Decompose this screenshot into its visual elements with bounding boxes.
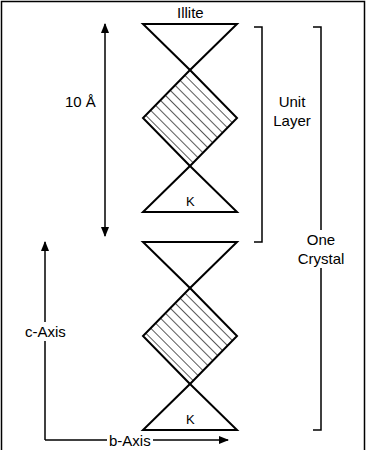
- tetrahedral-sheet: [143, 166, 237, 212]
- bracket-label: Unit Layer: [265, 92, 319, 130]
- tetrahedral-sheet: [143, 384, 237, 430]
- title-label: Illite: [177, 3, 204, 22]
- unit-layer-1: [143, 24, 237, 212]
- ion-label: K: [186, 194, 195, 210]
- dimension-label: 10 Å: [65, 92, 96, 111]
- axis-label: b-Axis: [107, 431, 153, 450]
- bracket-label: One Crystal: [292, 230, 350, 268]
- octahedral-sheet: [143, 70, 237, 166]
- crystal-bracket: [313, 27, 321, 430]
- tetrahedral-sheet: [143, 24, 237, 70]
- tetrahedral-sheet: [143, 242, 237, 288]
- octahedral-sheet: [143, 288, 237, 384]
- axis-label: c-Axis: [23, 322, 68, 341]
- dimension-arrow: [104, 24, 106, 236]
- unit-layer-bracket: [254, 27, 262, 242]
- ion-label: K: [186, 412, 195, 428]
- c-axis-arrow: [44, 242, 46, 440]
- unit-layer-2: [143, 242, 237, 430]
